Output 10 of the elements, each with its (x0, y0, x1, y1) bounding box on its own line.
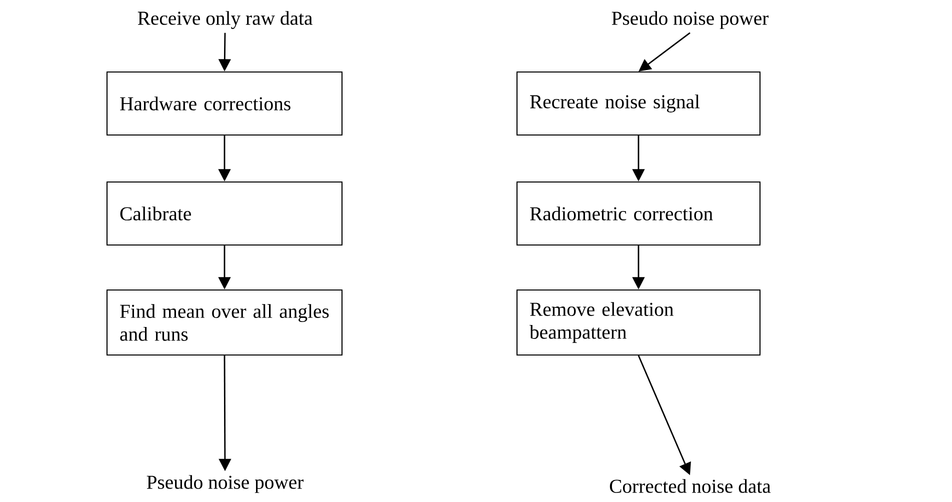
process-box: Radiometric correction (516, 181, 761, 246)
flow-text: Corrected noise data (610, 479, 771, 493)
flow-text: Receive only raw data (138, 11, 312, 29)
process-box: Remove elevation beampattern (516, 289, 761, 356)
process-box: Calibrate (106, 181, 343, 246)
flow-text: Pseudo noise power (146, 475, 304, 493)
flow-text: Pseudo noise power (612, 11, 769, 29)
process-box: Hardware corrections (106, 71, 343, 136)
process-box: Recreate noise signal (516, 71, 761, 136)
process-box: Find mean over all angles and runs (106, 289, 343, 356)
